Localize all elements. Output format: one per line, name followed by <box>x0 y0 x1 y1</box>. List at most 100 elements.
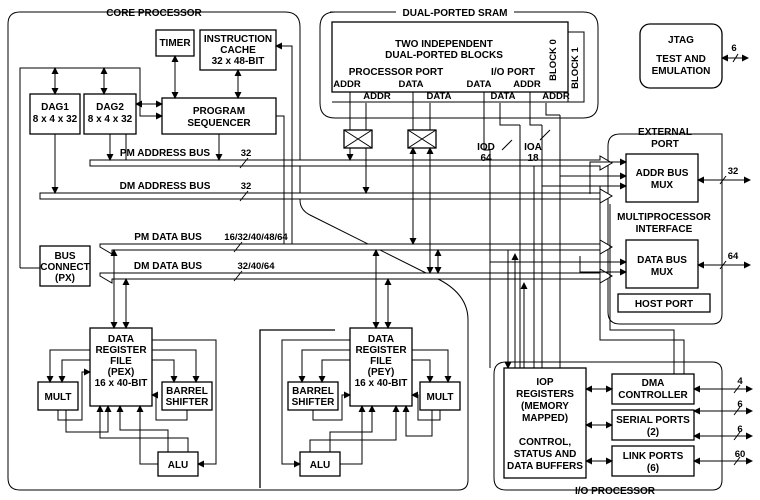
serial-label-2: (2) <box>647 427 659 438</box>
pey-label-2: REGISTER <box>355 345 407 356</box>
multiprocessor-label-2: INTERFACE <box>636 224 693 235</box>
sram-port-addr-b: ADDR <box>363 91 391 102</box>
pm-address-slash <box>239 157 249 169</box>
pey-mult-block <box>419 381 461 411</box>
bus-connect-block <box>39 245 91 287</box>
dag2-block <box>83 93 137 135</box>
iop-external-arrows <box>693 384 753 466</box>
data-bus-mux-block <box>625 239 699 289</box>
icache-label-3: 32 x 48-BIT <box>212 56 265 67</box>
pey-register-file <box>349 327 413 407</box>
sram-block-0 <box>331 21 569 93</box>
link-width: 60 <box>735 449 746 460</box>
jtag-test-label: TEST AND <box>656 54 706 65</box>
link-label-2: (6) <box>647 463 659 474</box>
core-arrows <box>19 42 293 268</box>
sram-port-data-b: DATA <box>427 91 452 102</box>
bus-connect-label-1: BUS <box>54 251 75 262</box>
pm-data-bus-width: 16/32/40/48/64 <box>224 232 288 243</box>
crossbar-bus-links <box>346 147 442 274</box>
pey-core-outline <box>259 329 335 488</box>
pex-label-2: REGISTER <box>95 345 147 356</box>
iop-reg-label-3: (MEMORY <box>521 401 569 412</box>
sram-region <box>319 11 599 119</box>
iop-reg-label-7: DATA BUFFERS <box>507 461 583 472</box>
pey-label-1: DATA <box>368 334 394 345</box>
pm-data-slash <box>233 241 243 253</box>
data-bus-mux-label-1: DATA BUS <box>637 255 687 266</box>
multiprocessor-label-1: MULTIPROCESSOR <box>617 212 711 223</box>
iop-reg-label-4: MAPPED) <box>522 413 568 424</box>
host-port-block <box>617 293 711 313</box>
addr-bus-mux-label-1: ADDR BUS <box>636 168 689 179</box>
iod-label: IOD <box>477 142 495 153</box>
port-label: PORT <box>651 139 679 150</box>
link-ports-block <box>611 445 695 477</box>
block-0-label: BLOCK 0 <box>548 39 559 81</box>
serial-label-1: SERIAL PORTS <box>616 415 690 426</box>
jtag-label: JTAG <box>668 35 694 46</box>
sram-line2: DUAL-PORTED BLOCKS <box>385 50 503 61</box>
dma-label-1: DMA <box>642 378 665 389</box>
pey-label-4: (PEY) <box>368 367 395 378</box>
data-bus-width: 64 <box>728 251 739 262</box>
pex-barrel-shifter-block <box>161 381 213 411</box>
pex-alu-label: ALU <box>168 460 189 471</box>
bus-connect-label-2: CONNECT <box>40 262 89 273</box>
iop-reg-label-1: IOP <box>536 377 554 388</box>
addr-bus-mux-label-2: MUX <box>651 180 674 191</box>
program-sequencer-block <box>161 97 277 135</box>
core-processor-region <box>7 11 469 491</box>
sram-port-data-a: DATA <box>399 79 424 90</box>
pey-barrel-label-2: SHIFTER <box>292 397 336 408</box>
dm-address-bus-label: DM ADDRESS BUS <box>120 181 211 192</box>
processor-port-label: PROCESSOR PORT <box>349 67 443 78</box>
link-width-small: 6 <box>737 424 742 435</box>
io-bus-verticals <box>483 115 561 369</box>
iop-registers-block <box>503 367 587 479</box>
pex-label-3: FILE <box>110 356 132 367</box>
serial-width: 6 <box>737 399 742 410</box>
iop-reg-label-5: CONTROL, <box>519 437 571 448</box>
pm-address-bus-label: PM ADDRESS BUS <box>120 148 211 159</box>
sram-region-label: DUAL-PORTED SRAM <box>403 8 508 19</box>
dag1-size: 8 x 4 x 32 <box>33 114 78 125</box>
io-port-label: I/O PORT <box>491 67 535 78</box>
io-processor-region <box>493 361 723 491</box>
dma-width: 4 <box>737 376 743 387</box>
jtag-slash <box>732 53 739 63</box>
pey-mult-label: MULT <box>426 392 453 403</box>
sram-port-data-c: DATA <box>467 79 492 90</box>
dm-data-bus-width: 32/40/64 <box>238 261 276 272</box>
external-label: EXTERNAL <box>638 127 692 138</box>
iod-slash <box>501 139 513 151</box>
pey-connections <box>281 249 452 468</box>
dm-crossbar <box>407 129 437 149</box>
io-processor-label: I/O PROCESSOR <box>575 486 656 497</box>
ioa-width: 18 <box>527 153 539 164</box>
pm-address-bus-width: 32 <box>241 148 252 159</box>
pey-label-3: FILE <box>370 356 392 367</box>
pex-label-4: (PEX) <box>108 367 135 378</box>
dm-address-bus-width: 32 <box>241 181 252 192</box>
pex-label-5: 16 x 40-BIT <box>95 378 148 389</box>
iod-width: 64 <box>480 153 492 164</box>
pey-alu-label: ALU <box>310 460 331 471</box>
pex-barrel-label-2: SHIFTER <box>166 397 210 408</box>
sram-block-1 <box>567 31 585 103</box>
jtag-emulation-label: EMULATION <box>652 66 711 77</box>
dm-address-slash <box>239 190 249 202</box>
sram-line1: TWO INDEPENDENT <box>395 39 493 50</box>
bus-connect-label-3: (PX) <box>55 273 75 284</box>
dag2-size: 8 x 4 x 32 <box>88 114 133 125</box>
dm-data-slash <box>233 270 243 282</box>
icache-label-1: INSTRUCTION <box>204 34 272 45</box>
core-processor-label: CORE PROCESSOR <box>106 8 202 19</box>
dm-data-bus-label: DM DATA BUS <box>134 261 202 272</box>
sram-port-addr-c: ADDR <box>513 79 541 90</box>
pey-barrel-label-1: BARREL <box>292 386 334 397</box>
pex-mult-block <box>37 381 79 411</box>
sram-port-addr-d: ADDR <box>542 91 570 102</box>
serial-ports-block <box>611 409 695 441</box>
icache-label-2: CACHE <box>220 45 256 56</box>
